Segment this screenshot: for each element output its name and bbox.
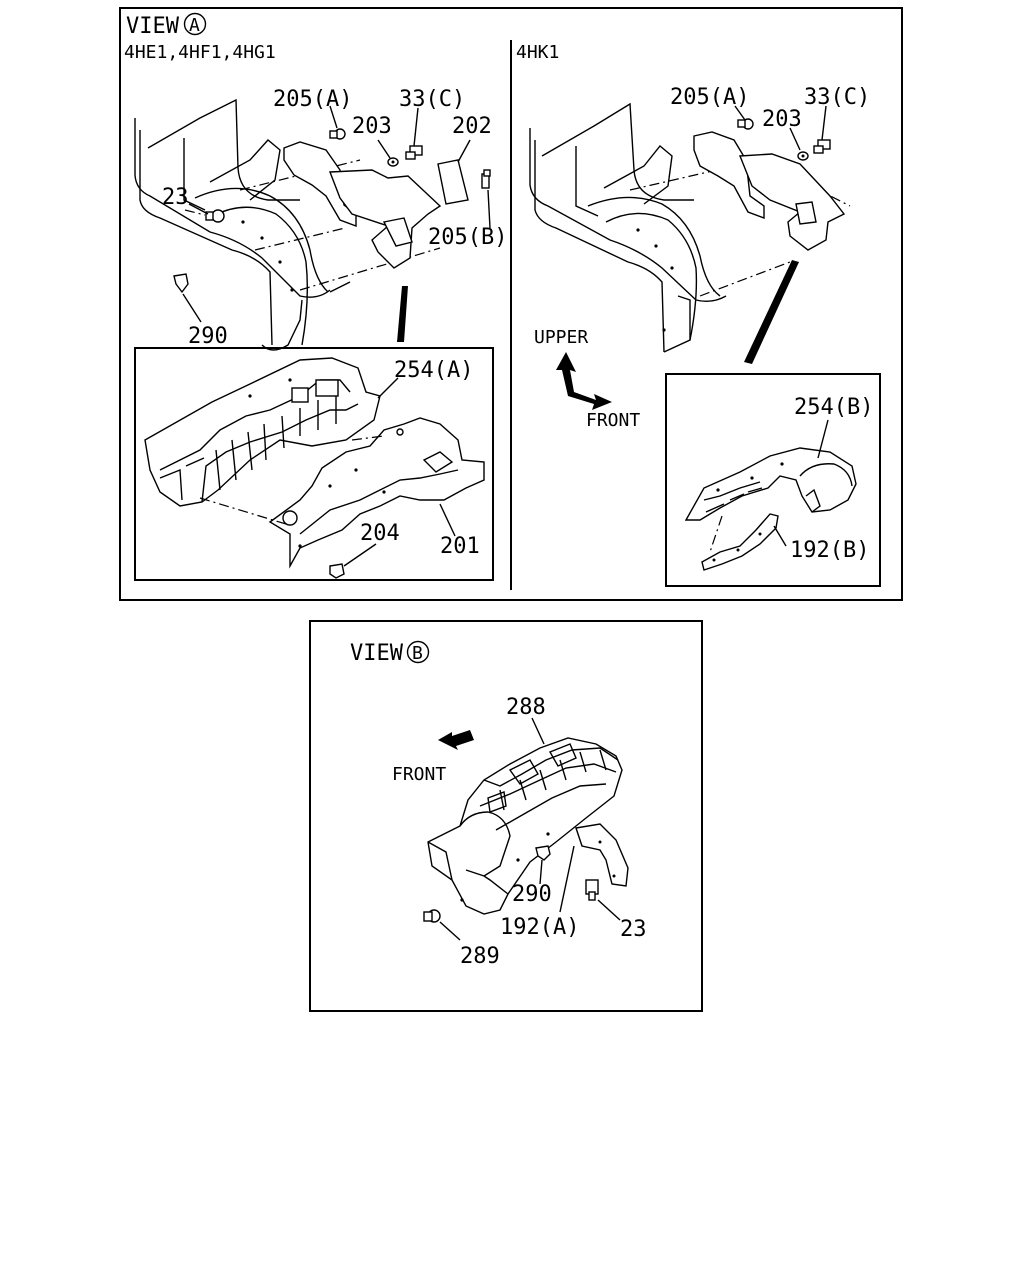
leader-290: [182, 293, 202, 323]
bolt-290-icon: [535, 845, 551, 861]
label-upper: UPPER: [534, 327, 588, 348]
label-289: 289: [460, 944, 500, 969]
label-205a: 205(A): [273, 87, 352, 112]
bolt-33c-icon: [813, 139, 831, 154]
assembly-line: [759, 159, 851, 207]
rail-192b: [701, 513, 779, 571]
left-cab-wheel-arch: [134, 98, 351, 351]
callout-pointer: [744, 260, 799, 364]
splash-guard-254a: [144, 357, 381, 507]
assembly-line: [254, 227, 346, 251]
label-192b: 192(B): [790, 538, 869, 563]
label-front: FRONT: [392, 764, 446, 785]
leader-192b: [773, 525, 787, 547]
right-brackets: [693, 131, 846, 251]
right-detail-box: [665, 373, 881, 587]
leader-205a: [329, 105, 338, 129]
bolt-33c-icon: [405, 145, 423, 160]
label-203: 203: [762, 107, 802, 132]
view-b-letter-circle: [406, 640, 430, 664]
view-a-letter-circle: [183, 12, 207, 36]
splash-guard-201: [268, 417, 485, 569]
leader-203: [377, 139, 391, 159]
leader-203: [789, 127, 801, 151]
label-23: 23: [620, 917, 647, 942]
plate-202: [437, 159, 469, 205]
leader-201: [439, 503, 456, 537]
assembly-line: [184, 209, 206, 216]
splash-guard-254b: [684, 447, 857, 521]
bolt-205a-icon: [737, 118, 754, 130]
washer-203-icon: [387, 157, 399, 167]
assembly-line: [199, 497, 287, 525]
left-model-codes: 4HE1,4HF1,4HG1: [124, 42, 276, 63]
leader-23: [188, 203, 209, 215]
bolt-23-icon: [585, 879, 599, 901]
left-brackets: [283, 141, 469, 269]
front-arrow-icon: [438, 730, 474, 750]
label-192a: 192(A): [500, 915, 579, 940]
label-23: 23: [162, 185, 189, 210]
leader-290: [539, 859, 543, 885]
assembly-line: [351, 435, 385, 441]
view-b-title: VIEW: [350, 641, 404, 666]
label-201: 201: [440, 534, 480, 559]
bolt-205b-icon: [481, 169, 491, 189]
leader-289: [439, 921, 461, 941]
label-254b: 254(B): [794, 395, 873, 420]
leader-204: [343, 543, 377, 567]
label-288: 288: [506, 695, 546, 720]
label-33c: 33(C): [399, 87, 465, 112]
assembly-line: [699, 261, 791, 297]
label-254a: 254(A): [394, 358, 473, 383]
leader-33c: [821, 105, 827, 141]
rail-192a: [575, 823, 629, 887]
leader-288: [531, 717, 545, 745]
view-a-frame: [119, 7, 903, 601]
assembly-line: [629, 159, 761, 191]
bolt-23-icon: [205, 209, 225, 223]
label-front: FRONT: [586, 410, 640, 431]
leader-205a: [734, 105, 746, 121]
leader-205b: [487, 189, 491, 229]
leader-254b: [817, 419, 829, 459]
label-33c: 33(C): [804, 85, 870, 110]
right-model-codes: 4HK1: [516, 42, 559, 63]
label-290: 290: [512, 882, 552, 907]
bolt-289-icon: [423, 909, 441, 923]
label-205a: 205(A): [670, 85, 749, 110]
label-203: 203: [352, 114, 392, 139]
view-a-letter: A: [189, 15, 200, 36]
view-b-frame: [309, 620, 703, 1012]
view-a-title: VIEW: [126, 14, 180, 39]
leader-202: [457, 139, 471, 163]
leader-23: [597, 899, 621, 921]
label-290: 290: [188, 324, 228, 349]
leader-254a: [377, 377, 399, 399]
label-205b: 205(B): [428, 225, 507, 250]
leader-33c: [413, 107, 419, 147]
washer-203-icon: [797, 151, 809, 161]
clip-204-icon: [329, 563, 345, 579]
view-b-letter: B: [412, 643, 423, 664]
label-202: 202: [452, 114, 492, 139]
wheel-liner-288: [427, 737, 623, 915]
right-cab-wheel-arch: [529, 102, 727, 353]
bolt-205a-icon: [329, 128, 346, 140]
label-204: 204: [360, 521, 400, 546]
assembly-line: [709, 515, 723, 553]
clip-290-icon: [173, 273, 189, 294]
direction-arrows-icon: [556, 352, 612, 410]
leader-192a: [559, 845, 575, 913]
callout-pointer: [397, 286, 408, 342]
left-detail-box: [134, 347, 494, 581]
assembly-line: [299, 247, 441, 291]
